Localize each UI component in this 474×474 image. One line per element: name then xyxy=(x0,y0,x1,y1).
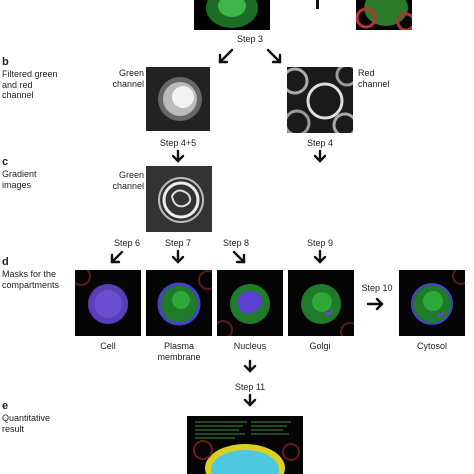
section-e-description: Quantitative result xyxy=(2,413,50,434)
top-merged-image xyxy=(356,0,412,30)
section-c-desc-line2: images xyxy=(2,179,32,190)
golgi-mask-image xyxy=(288,270,354,336)
gradient-green-label: Green channel xyxy=(104,170,144,191)
step-10-label: Step 10 xyxy=(361,283,393,293)
golgi-label: Golgi xyxy=(309,341,331,351)
green-channel-label-line2: channel xyxy=(112,78,144,89)
nucleus-mask-image xyxy=(217,270,283,336)
section-d-desc-line1: Masks for the xyxy=(2,269,57,279)
gradient-green-label-line1: Green xyxy=(118,170,144,180)
gradient-green-label-line2: channel xyxy=(112,180,144,191)
quantitative-result-image xyxy=(187,416,303,474)
step-7-label: Step 7 xyxy=(164,238,192,248)
red-channel-label-line1: Red xyxy=(358,68,375,78)
gradient-green-image xyxy=(146,166,212,232)
step-9-label: Step 9 xyxy=(306,238,334,248)
filtered-red-channel-image xyxy=(287,67,353,133)
cytosol-label: Cytosol xyxy=(416,341,447,351)
red-channel-label: Red channel xyxy=(358,68,390,89)
section-c-letter: c xyxy=(2,156,9,168)
plasma-membrane-label-line2: membrane xyxy=(157,351,201,362)
cell-mask-image xyxy=(75,270,141,336)
step-4-5-label: Step 4+5 xyxy=(159,138,197,148)
filtered-green-channel-image xyxy=(146,67,210,131)
plasma-membrane-mask-image xyxy=(146,270,212,336)
section-b-desc-line3: channel xyxy=(2,90,34,100)
step-4-label: Step 4 xyxy=(306,138,334,148)
step-3-label: Step 3 xyxy=(236,34,264,44)
section-e-letter: e xyxy=(2,400,9,412)
section-b-desc-line2: and red xyxy=(2,79,33,90)
section-c-desc-line1: Gradient xyxy=(2,169,37,179)
top-step-marker xyxy=(316,0,319,9)
section-d-description: Masks for the compartments xyxy=(2,269,59,290)
green-channel-label: Green channel xyxy=(104,68,144,89)
section-b-desc-line1: Filtered green xyxy=(2,69,58,79)
section-d-desc-line2: compartments xyxy=(2,279,60,290)
section-b-letter: b xyxy=(2,56,9,68)
cell-label: Cell xyxy=(100,341,116,351)
step-8-label: Step 8 xyxy=(222,238,250,248)
step-6-label: Step 6 xyxy=(113,238,141,248)
plasma-membrane-label-line1: Plasma xyxy=(163,341,194,351)
section-e-desc-line2: result xyxy=(2,423,25,434)
section-c-description: Gradient images xyxy=(2,169,37,190)
green-channel-label-line1: Green xyxy=(118,68,144,78)
section-d-letter: d xyxy=(2,256,9,268)
red-channel-label-line2: channel xyxy=(358,78,390,89)
top-green-image xyxy=(194,0,270,30)
section-b-description: Filtered green and red channel xyxy=(2,69,58,101)
step-11-label: Step 11 xyxy=(234,382,266,392)
cytosol-mask-image xyxy=(399,270,465,336)
plasma-membrane-label: Plasma membrane xyxy=(150,341,208,362)
nucleus-label: Nucleus xyxy=(233,341,267,351)
section-e-desc-line1: Quantitative xyxy=(2,413,51,423)
